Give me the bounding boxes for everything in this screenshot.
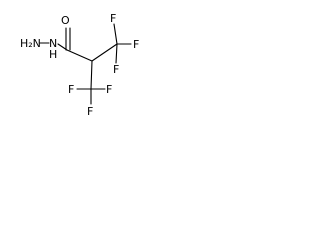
bond-carbonyl-ch — [66, 49, 93, 62]
bond-ch-cf3-bottom — [90, 60, 93, 90]
atom-f-top-c: F — [113, 63, 119, 76]
molecule-drawing: H₂N N H O F F F F F F — [20, 12, 139, 118]
atom-nh-hydrogen: H — [49, 48, 57, 61]
bonds — [39, 23, 132, 105]
atom-f-top-b: F — [133, 38, 139, 51]
atom-labels: H₂N N H O F F F F F F — [20, 12, 139, 118]
bond-ch-cf3-top — [91, 43, 118, 62]
atom-f-bottom-c: F — [87, 105, 93, 118]
bond-cf3top-f-c — [115, 43, 118, 64]
atom-o: O — [61, 14, 70, 27]
atom-nh2: H₂N — [20, 37, 41, 50]
atom-f-bottom-a: F — [68, 83, 74, 96]
atom-f-top-a: F — [110, 12, 116, 25]
atom-f-bottom-b: F — [106, 83, 112, 96]
structure-canvas: H₂N N H O F F F F F F — [0, 0, 148, 126]
bond-cf3top-f-a — [113, 23, 118, 45]
atom-nh: N — [49, 37, 57, 50]
